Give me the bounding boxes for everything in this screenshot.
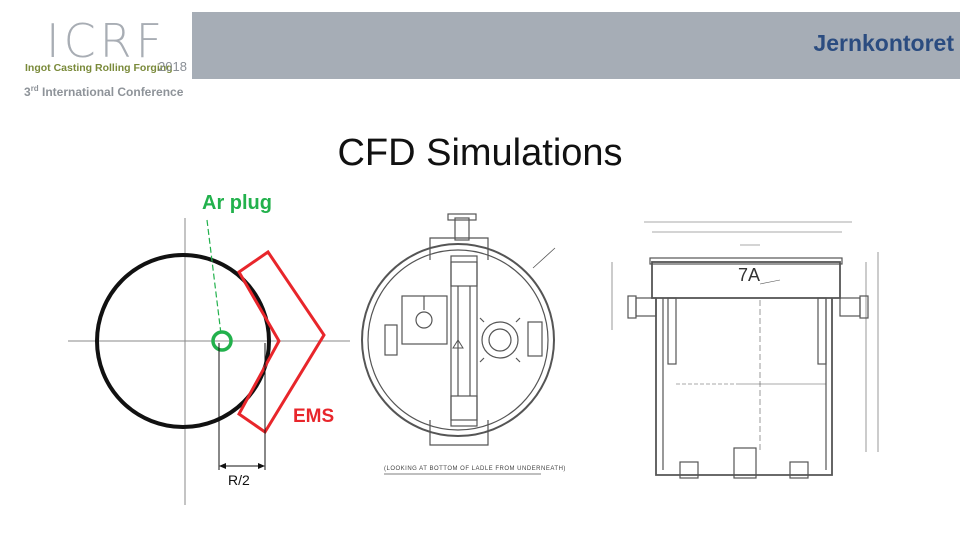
logo-tagline: Ingot Casting Rolling Forging (25, 62, 173, 74)
radius-label: R/2 (228, 472, 250, 488)
ladle-bottom-drawing (361, 213, 556, 475)
ladle-schematic (68, 218, 350, 505)
ar-plug-label: Ar plug (202, 192, 272, 214)
dimension-arrow-left (219, 463, 226, 469)
drawing-caption: (LOOKING AT BOTTOM OF LADLE FROM UNDERNE… (384, 466, 566, 472)
slide-title: CFD Simulations (337, 132, 623, 174)
logo-letters: ICRF (46, 14, 167, 68)
conference-subtitle: 3rd International Conference (24, 84, 183, 99)
ar-plug-marker (211, 330, 233, 352)
conference-ordinal-suffix: rd (30, 84, 39, 93)
jernkontoret-logo: Jernkontoret (813, 30, 954, 56)
drawing-tag: 7A (738, 265, 761, 285)
icrf-logo: ICRF (22, 12, 192, 80)
conference-text: International Conference (38, 85, 184, 99)
ladle-side-drawing (611, 221, 879, 479)
header-band (192, 12, 960, 79)
ladle-circle (95, 253, 271, 429)
ar-plug-leader (206, 219, 222, 335)
ems-label: EMS (293, 406, 335, 427)
dimension-arrow-right (258, 463, 265, 469)
conference-ordinal: 3 (24, 85, 31, 99)
ems-stirrer-outline (237, 249, 326, 435)
logo-year: 2018 (158, 59, 187, 74)
